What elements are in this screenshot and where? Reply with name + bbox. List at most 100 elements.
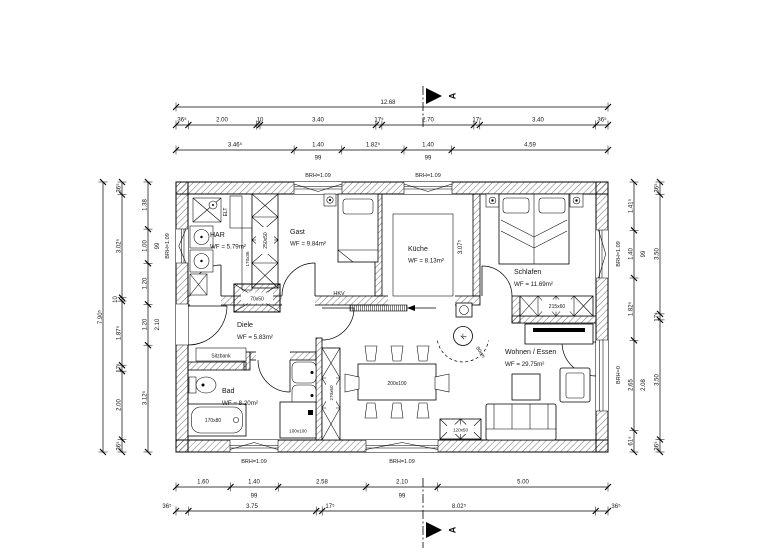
door-schlafen	[481, 265, 513, 297]
section-label-bottom: A	[448, 526, 458, 533]
bathtub: 170x80	[187, 403, 247, 437]
dim-labels-bottom: BRH=1.09 BRH=1.09 1.60 1.40 2.58 2.10 5.…	[162, 459, 621, 510]
flue-column	[455, 302, 473, 318]
sitzbank	[195, 347, 247, 362]
svg-text:5.00: 5.00	[517, 480, 529, 486]
svg-text:8.02⁵: 8.02⁵	[452, 503, 467, 510]
svg-text:7.90⁵: 7.90⁵	[97, 309, 104, 324]
schlafen-area: WF = 11.69m²	[514, 281, 553, 288]
window-top-left	[293, 182, 343, 194]
dim-labels-left: 7.90⁵ 36⁵ 3.02⁵ 10 1.87⁵ 17⁵ 2.00 36⁵ 1.…	[97, 183, 171, 451]
window-bottom-left	[229, 440, 279, 452]
gast-name: Gast	[290, 229, 305, 236]
kueche-name: Küche	[408, 246, 428, 253]
har-area: WF = 5.79m²	[210, 244, 246, 251]
room-kueche: Küche WF = 8.13m² 3.07⁵	[392, 213, 464, 297]
svg-text:2.65: 2.65	[629, 379, 635, 391]
hkv-cabinet: HKV	[333, 291, 408, 312]
bathtub-size: 170x80	[205, 418, 222, 424]
shaft-size-label: 250x50	[263, 232, 269, 249]
toilet-tank	[188, 376, 197, 394]
stove-radius-label: 80cm	[474, 346, 486, 359]
armchair	[559, 367, 591, 403]
window-bottom-right	[365, 440, 439, 452]
kueche-area: WF = 8.13m²	[408, 258, 444, 265]
svg-text:1.20: 1.20	[143, 277, 149, 289]
wardrobe-schlafen: 215x60	[519, 295, 594, 317]
window-top-right	[403, 182, 453, 194]
shower: 100x100	[279, 401, 317, 439]
toilet	[195, 376, 217, 394]
room-har: HAR WF = 5.79m²	[189, 197, 246, 296]
svg-text:99: 99	[155, 242, 161, 249]
elt-cabinet: ELT	[223, 195, 243, 229]
kitchen-pass-arrow	[407, 305, 436, 311]
svg-text:1.40: 1.40	[422, 143, 434, 149]
svg-text:99: 99	[641, 250, 647, 257]
door-wohnen	[321, 307, 355, 341]
elt-label: ELT	[223, 208, 229, 217]
wardrobe-bad-size: 270x60	[329, 385, 334, 401]
dim-right-chain1	[629, 178, 639, 456]
dim-bottom-chain2	[172, 506, 612, 516]
svg-text:1.82⁵: 1.82⁵	[366, 142, 381, 149]
svg-text:2.10: 2.10	[396, 480, 408, 486]
svg-text:36⁵: 36⁵	[611, 503, 621, 510]
svg-text:10: 10	[113, 296, 119, 303]
dining-chairs	[344, 345, 450, 419]
section-marker-top: A	[422, 86, 458, 128]
lowboard-tv	[524, 323, 594, 345]
svg-text:61⁵: 61⁵	[628, 436, 635, 446]
svg-text:1.40: 1.40	[312, 143, 324, 149]
room-gast: Gast WF = 9.84m²	[290, 193, 379, 263]
room-wohnen: Wohnen / Essen WF = 29.75m² 200x100 K 80…	[344, 323, 594, 441]
wardrobe-bad: 270x60	[321, 347, 341, 441]
section-label-top: A	[448, 92, 458, 99]
dim-left-chain2	[143, 178, 153, 456]
sill-top-right: BRH=1.09	[415, 173, 441, 179]
window-right	[596, 229, 608, 279]
svg-text:3.50: 3.50	[655, 374, 661, 386]
dim-left-chain1	[117, 178, 127, 456]
sill-right-window: BRH=1.09	[616, 241, 622, 267]
dining-table-size: 200x100	[387, 381, 406, 387]
svg-text:2.08: 2.08	[641, 379, 647, 391]
cabinet-size: 120x50	[453, 428, 469, 433]
chimney: 70x50	[233, 283, 281, 313]
svg-text:3.75: 3.75	[246, 504, 258, 510]
chimney-size-label: 70x50	[250, 297, 264, 303]
svg-text:1.82⁵: 1.82⁵	[628, 301, 635, 316]
sill-top-left: BRH=1.09	[305, 173, 331, 179]
svg-text:1.38: 1.38	[143, 199, 149, 211]
schlafen-name: Schlafen	[514, 269, 541, 276]
door-gast	[281, 262, 316, 297]
wohnen-name: Wohnen / Essen	[505, 349, 556, 356]
sill-left: BRH=1.09	[165, 233, 171, 259]
sill-right-door: BRH=0	[616, 366, 622, 384]
svg-text:2.00: 2.00	[117, 399, 123, 411]
diele-area: WF = 5.83m²	[237, 334, 273, 341]
svg-text:17⁵: 17⁵	[374, 117, 384, 124]
wood-stove: K 80cm	[437, 326, 489, 363]
svg-text:36⁵: 36⁵	[597, 117, 607, 124]
svg-text:1.40: 1.40	[248, 480, 260, 486]
svg-text:36⁵: 36⁵	[654, 441, 661, 451]
stove-label: K	[460, 333, 468, 341]
coffee-table	[511, 373, 541, 401]
cabinet-120x50: 120x50	[439, 418, 482, 440]
svg-text:4.59: 4.59	[524, 143, 536, 149]
door-bad	[257, 359, 291, 393]
dim-top-chain2	[172, 145, 612, 155]
section-marker-bottom: A	[422, 478, 458, 548]
interior-door-openings	[190, 295, 455, 361]
svg-text:36⁵: 36⁵	[116, 183, 123, 193]
hkv-label: HKV	[333, 291, 345, 297]
room-schlafen: Schlafen WF = 11.69m² 215x60	[485, 193, 594, 317]
sill-bottom-left: BRH=1.09	[241, 459, 267, 465]
svg-text:1.60: 1.60	[197, 480, 209, 486]
svg-text:1.87⁵: 1.87⁵	[116, 325, 123, 340]
svg-text:99: 99	[315, 156, 322, 162]
svg-text:3.02⁵: 3.02⁵	[116, 238, 123, 253]
svg-text:2.58: 2.58	[316, 480, 328, 486]
